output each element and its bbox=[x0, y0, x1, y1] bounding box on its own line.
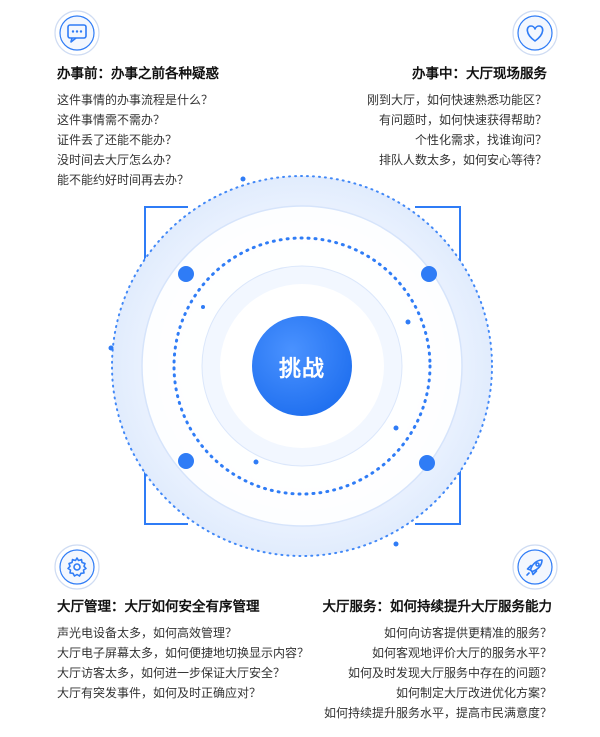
small-dot-2 bbox=[108, 345, 114, 351]
ring-dot-bottom-right bbox=[419, 455, 435, 471]
small-dot-5 bbox=[253, 459, 259, 465]
quadrant-title: 大厅管理：大厅如何安全有序管理 bbox=[57, 599, 260, 615]
ring-large-dots bbox=[178, 266, 437, 471]
list-item: 排队人数太多，如何安心等待？ bbox=[378, 153, 547, 167]
ring-dot-top-left bbox=[178, 266, 194, 282]
list-item: 刚到大厅，如何快速熟悉功能区？ bbox=[366, 93, 547, 107]
list-item: 大厅有突发事件，如何及时正确应对？ bbox=[57, 686, 262, 700]
question-list: 声光电设备太多，如何高效管理？ 大厅电子屏幕太多，如何便捷地切换显示内容？ 大厅… bbox=[57, 623, 347, 703]
quadrant-during-handling: 办事中：大厅现场服务 刚到大厅，如何快速熟悉功能区？ 有问题时，如何快速获得帮助… bbox=[257, 64, 547, 170]
list-item: 能不能约好时间再去办？ bbox=[57, 173, 190, 187]
question-list: 如何向访客提供更精准的服务？ 如何客观地评价大厅的服务水平？ 如何及时发现大厅服… bbox=[262, 623, 552, 723]
center-label: 挑战 bbox=[278, 357, 325, 382]
ring-small-dots bbox=[108, 176, 411, 547]
list-item: 大厅电子屏幕太多，如何便捷地切换显示内容？ bbox=[57, 646, 310, 660]
question-list: 刚到大厅，如何快速熟悉功能区？ 有问题时，如何快速获得帮助？ 个性化需求，找谁询… bbox=[257, 90, 547, 170]
quadrant-hall-service: 大厅服务：如何持续提升大厅服务能力 如何向访客提供更精准的服务？ 如何客观地评价… bbox=[262, 597, 553, 723]
list-item: 这件事情的办事流程是什么？ bbox=[57, 93, 214, 107]
list-item: 个性化需求，找谁询问？ bbox=[414, 133, 547, 147]
question-list: 这件事情的办事流程是什么？ 这件事情需不需办？ 证件丢了还能不能办？ 没时间去大… bbox=[57, 90, 347, 190]
quadrant-hall-management: 大厅管理：大厅如何安全有序管理 声光电设备太多，如何高效管理？ 大厅电子屏幕太多… bbox=[57, 597, 347, 703]
thin-ring bbox=[141, 205, 463, 527]
chat-bubble-icon bbox=[53, 9, 101, 57]
ring-dot-top-right bbox=[421, 266, 437, 282]
quadrant-title: 大厅服务：如何持续提升大厅服务能力 bbox=[322, 599, 553, 615]
list-item: 如何制定大厅改进优化方案？ bbox=[395, 686, 552, 700]
middle-dotted-ring bbox=[172, 236, 432, 496]
inner-thin-ring bbox=[201, 265, 403, 467]
quadrant-before-handling: 办事前：办事之前各种疑惑 这件事情的办事流程是什么？ 这件事情需不需办？ 证件丢… bbox=[57, 64, 347, 190]
quadrant-title: 办事前：办事之前各种疑惑 bbox=[57, 66, 219, 82]
list-item: 如何向访客提供更精准的服务？ bbox=[383, 626, 552, 640]
small-dot-3 bbox=[405, 319, 411, 325]
small-dot-1 bbox=[240, 176, 246, 182]
quadrant-title: 办事中：大厅现场服务 bbox=[412, 66, 547, 82]
list-item: 没时间去大厅怎么办？ bbox=[57, 153, 178, 167]
list-item: 大厅访客太多，如何进一步保证大厅安全？ bbox=[57, 666, 286, 680]
list-item: 如何客观地评价大厅的服务水平？ bbox=[371, 646, 552, 660]
center-circle bbox=[252, 316, 352, 416]
small-dot-7 bbox=[201, 305, 205, 309]
list-item: 有问题时，如何快速获得帮助？ bbox=[378, 113, 547, 127]
list-item: 证件丢了还能不能办？ bbox=[57, 133, 178, 147]
ring-dot-bottom-left bbox=[178, 453, 194, 469]
small-dot-4 bbox=[393, 425, 399, 431]
small-dot-6 bbox=[393, 541, 399, 547]
list-item: 声光电设备太多，如何高效管理？ bbox=[57, 626, 238, 640]
rocket-icon bbox=[511, 543, 559, 591]
list-item: 如何及时发现大厅服务中存在的问题？ bbox=[347, 666, 552, 680]
gear-icon bbox=[53, 543, 101, 591]
heart-icon bbox=[511, 9, 559, 57]
outer-dotted-ring bbox=[111, 175, 493, 557]
list-item: 这件事情需不需办？ bbox=[57, 113, 166, 127]
list-item: 如何持续提升服务水平，提高市民满意度？ bbox=[323, 706, 552, 720]
